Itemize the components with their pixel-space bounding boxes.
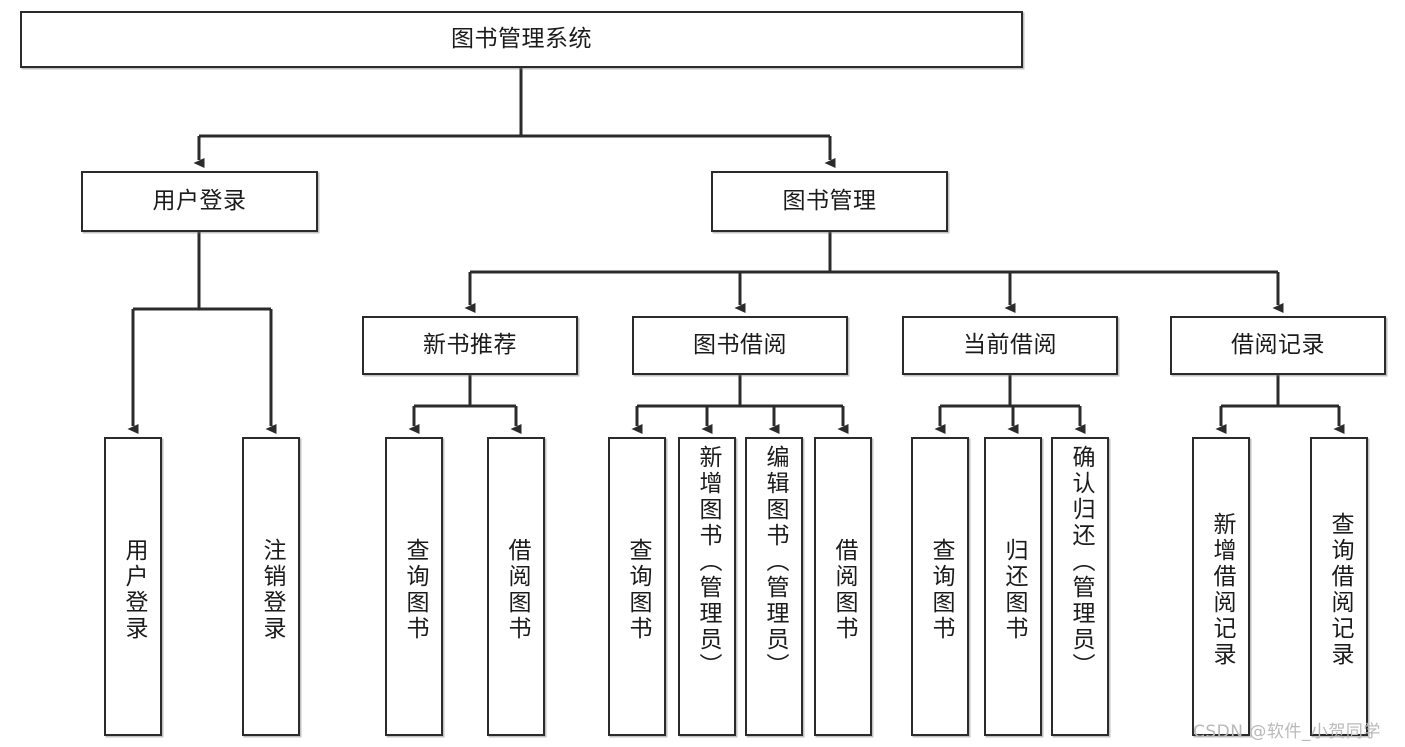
node-book-manage[interactable]: 图书管理 [711,171,948,232]
node-leaf-query-book-cur[interactable]: 查询图书 [911,437,969,736]
node-current-borrow-label: 当前借阅 [963,331,1057,358]
node-book-manage-label: 图书管理 [782,187,877,214]
node-new-book-rec[interactable]: 新书推荐 [362,316,578,375]
node-leaf-query-book-borrow-label: 查询图书 [624,537,651,642]
node-leaf-return-book-label: 归还图书 [1000,537,1027,642]
node-borrow-record-label: 借阅记录 [1231,331,1325,358]
node-current-borrow[interactable]: 当前借阅 [902,316,1118,375]
node-leaf-borrow-book-label: 借阅图书 [830,537,857,642]
node-leaf-query-book-rec[interactable]: 查询图书 [385,437,443,736]
node-leaf-return-book[interactable]: 归还图书 [984,437,1042,736]
node-leaf-borrow-book-rec[interactable]: 借阅图书 [487,437,545,736]
node-leaf-query-book-rec-label: 查询图书 [401,537,428,642]
node-new-book-rec-label: 新书推荐 [423,331,517,358]
node-leaf-query-book-cur-label: 查询图书 [927,537,954,642]
node-leaf-user-login-label: 用户登录 [120,537,147,642]
node-borrow-record[interactable]: 借阅记录 [1170,316,1386,375]
node-user-login[interactable]: 用户登录 [81,171,318,232]
node-leaf-borrow-book-rec-label: 借阅图书 [503,537,530,642]
node-leaf-add-book[interactable]: 新增图书（管理员） [678,437,736,736]
node-book-borrow[interactable]: 图书借阅 [632,316,848,375]
node-leaf-add-record-label: 新增借阅记录 [1208,511,1235,668]
node-user-login-label: 用户登录 [152,187,247,214]
node-leaf-query-book-borrow[interactable]: 查询图书 [608,437,666,736]
node-leaf-borrow-book[interactable]: 借阅图书 [814,437,872,736]
node-book-borrow-label: 图书借阅 [693,331,787,358]
node-leaf-edit-book-label: 编辑图书（管理员） [761,445,788,679]
node-leaf-query-record[interactable]: 查询借阅记录 [1310,437,1368,736]
node-leaf-user-logout-label: 注销登录 [258,537,285,642]
node-root-label: 图书管理系统 [451,25,592,52]
node-leaf-add-book-label: 新增图书（管理员） [694,445,721,679]
csdn-watermark: CSDN @软件_小贺同学 [1193,722,1381,742]
node-leaf-user-login[interactable]: 用户登录 [104,437,162,736]
node-leaf-query-record-label: 查询借阅记录 [1326,511,1353,668]
node-leaf-edit-book[interactable]: 编辑图书（管理员） [745,437,803,736]
node-leaf-add-record[interactable]: 新增借阅记录 [1192,437,1250,736]
node-leaf-confirm-return[interactable]: 确认归还（管理员） [1051,437,1109,736]
node-leaf-user-logout[interactable]: 注销登录 [242,437,300,736]
node-leaf-confirm-return-label: 确认归还（管理员） [1067,445,1094,679]
node-root[interactable]: 图书管理系统 [20,11,1023,68]
